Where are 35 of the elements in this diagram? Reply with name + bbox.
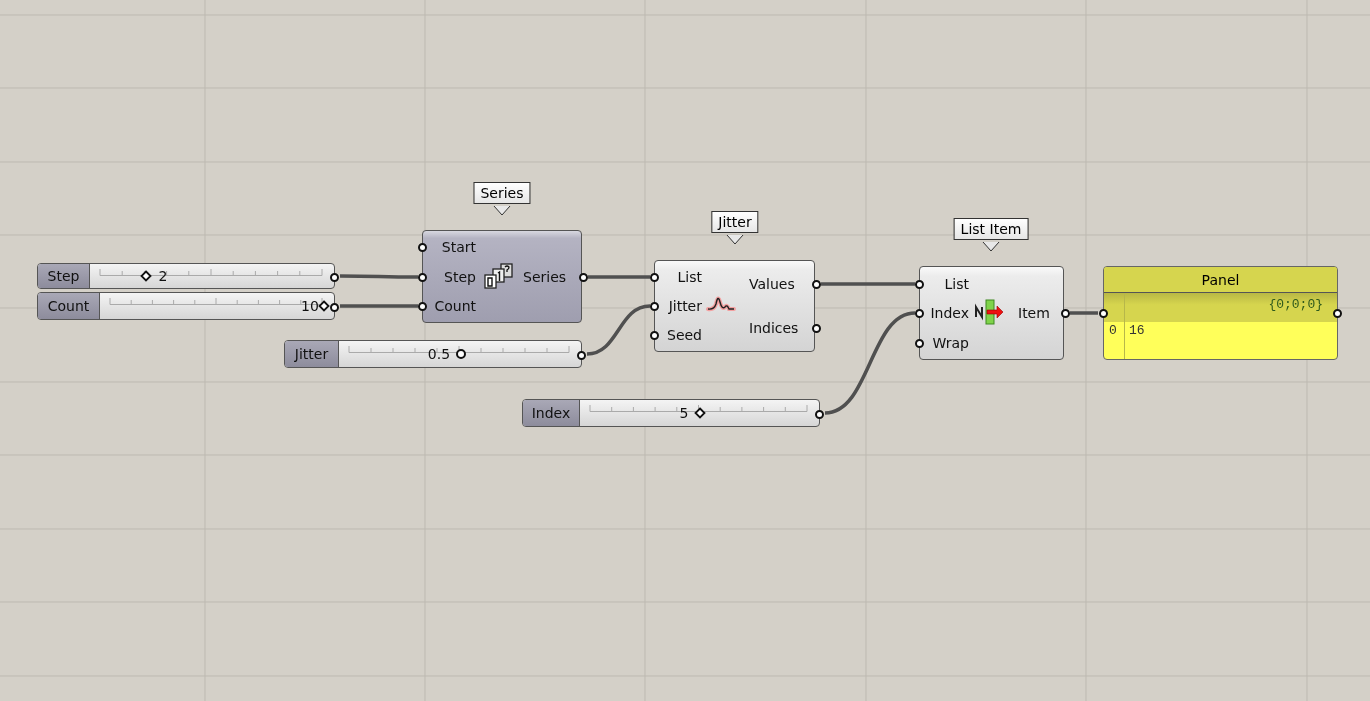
panel-title: Panel	[1104, 267, 1337, 293]
item-index-label: 0	[1109, 323, 1117, 338]
slider-name-label: Count	[38, 293, 100, 319]
wire	[1070, 311, 1098, 315]
input-parameter-label: Start	[423, 236, 479, 258]
output-parameter-label: Indices	[745, 317, 816, 339]
slider-value: 10	[301, 298, 319, 314]
output-parameter-label: Item	[1014, 302, 1065, 324]
tooltip-label: List Item	[953, 218, 1029, 240]
tooltip-label: Series	[473, 182, 531, 204]
item-value-label: 16	[1129, 323, 1145, 338]
input-parameter-label: Count	[423, 295, 479, 317]
input-parameter-label: Step	[423, 266, 479, 288]
input-parameter-label: List	[920, 273, 972, 295]
slider-value: 0.5	[427, 346, 451, 362]
input-parameter-label: Jitter	[655, 295, 705, 317]
input-parameter-label: List	[655, 266, 705, 288]
wire	[340, 304, 418, 308]
slider-value: 2	[158, 268, 168, 284]
input-parameter-label: Wrap	[920, 332, 972, 354]
tooltip-label: Jitter	[711, 211, 759, 233]
wire	[821, 282, 915, 286]
wire	[824, 311, 916, 415]
slider-name-label: Jitter	[285, 341, 339, 367]
slider-name-label: Index	[523, 400, 580, 426]
data-path-label: {0;0;0}	[1268, 297, 1323, 312]
input-parameter-label: Index	[920, 302, 972, 324]
output-parameter-label: Series	[519, 266, 583, 288]
output-parameter-label: Values	[745, 273, 816, 295]
wire	[588, 275, 650, 279]
wire	[586, 304, 651, 356]
input-parameter-label: Seed	[655, 324, 705, 346]
slider-value: 5	[679, 405, 689, 421]
wire	[340, 274, 418, 279]
slider-name-label: Step	[38, 264, 90, 288]
